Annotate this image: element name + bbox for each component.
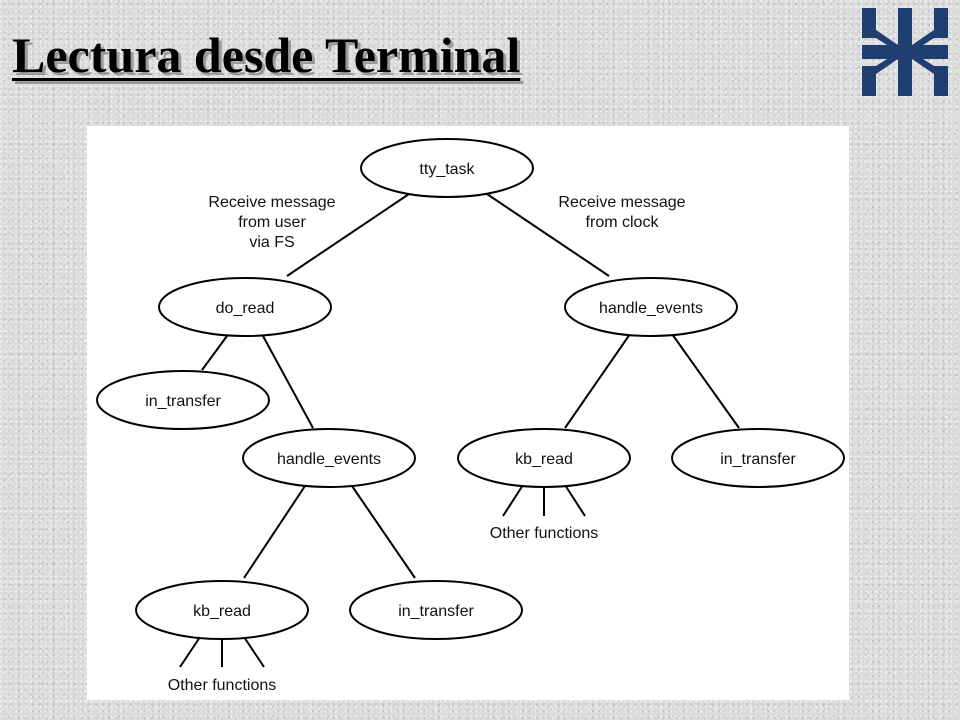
annotation-from-user-line1: Receive message: [208, 194, 335, 211]
node-label: kb_read: [193, 603, 251, 620]
edge-handle-events-in-transfer-right: [671, 333, 740, 429]
node-label: in_transfer: [398, 603, 474, 620]
edge-kb-read-left-other-3: [243, 636, 265, 668]
edge-do-read-handle-events: [262, 335, 314, 429]
edge-handle-events-in-transfer-left: [351, 485, 416, 579]
tty-call-tree-diagram: tty_task do_read handle_events in_transf…: [96, 138, 845, 694]
edge-kb-read-right-other-1: [502, 484, 524, 517]
edge-handle-events-kb-read-right: [564, 333, 631, 429]
node-label: tty_task: [419, 161, 475, 178]
utn-logo-icon: [862, 8, 948, 96]
node-handle-events-right: handle_events: [564, 277, 738, 337]
node-handle-events-left: handle_events: [242, 428, 416, 488]
edge-kb-read-right-other-3: [564, 484, 586, 517]
diagram-panel: tty_task do_read handle_events in_transf…: [87, 126, 849, 700]
node-in-transfer-right: in_transfer: [671, 428, 845, 488]
annotation-from-user-line2: from user: [238, 214, 306, 231]
node-label: do_read: [216, 300, 275, 317]
node-in-transfer-left: in_transfer: [349, 580, 523, 640]
annotation-from-clock-line1: Receive message: [558, 194, 685, 211]
annotation-other-functions-right: Other functions: [490, 525, 599, 542]
node-label: handle_events: [277, 451, 381, 468]
annotation-other-functions-left: Other functions: [168, 677, 277, 694]
node-kb-read-right: kb_read: [457, 428, 631, 488]
node-tty-task: tty_task: [360, 138, 534, 198]
node-do-read: do_read: [158, 277, 332, 337]
node-kb-read-left: kb_read: [135, 580, 309, 640]
node-label: handle_events: [599, 300, 703, 317]
edge-tty-task-do-read: [286, 193, 410, 277]
edge-tty-task-handle-events: [486, 193, 610, 277]
edge-handle-events-kb-read-left: [243, 485, 306, 579]
annotation-from-clock-line2: from clock: [586, 214, 660, 231]
node-in-transfer-do-read: in_transfer: [96, 370, 270, 430]
edge-kb-read-left-other-1: [179, 636, 201, 668]
slide-title: Lectura desde Terminal: [12, 27, 521, 83]
node-label: in_transfer: [720, 451, 796, 468]
node-label: kb_read: [515, 451, 573, 468]
edge-do-read-in-transfer: [201, 335, 228, 371]
node-label: in_transfer: [145, 393, 221, 410]
annotation-from-user-line3: via FS: [249, 234, 294, 251]
